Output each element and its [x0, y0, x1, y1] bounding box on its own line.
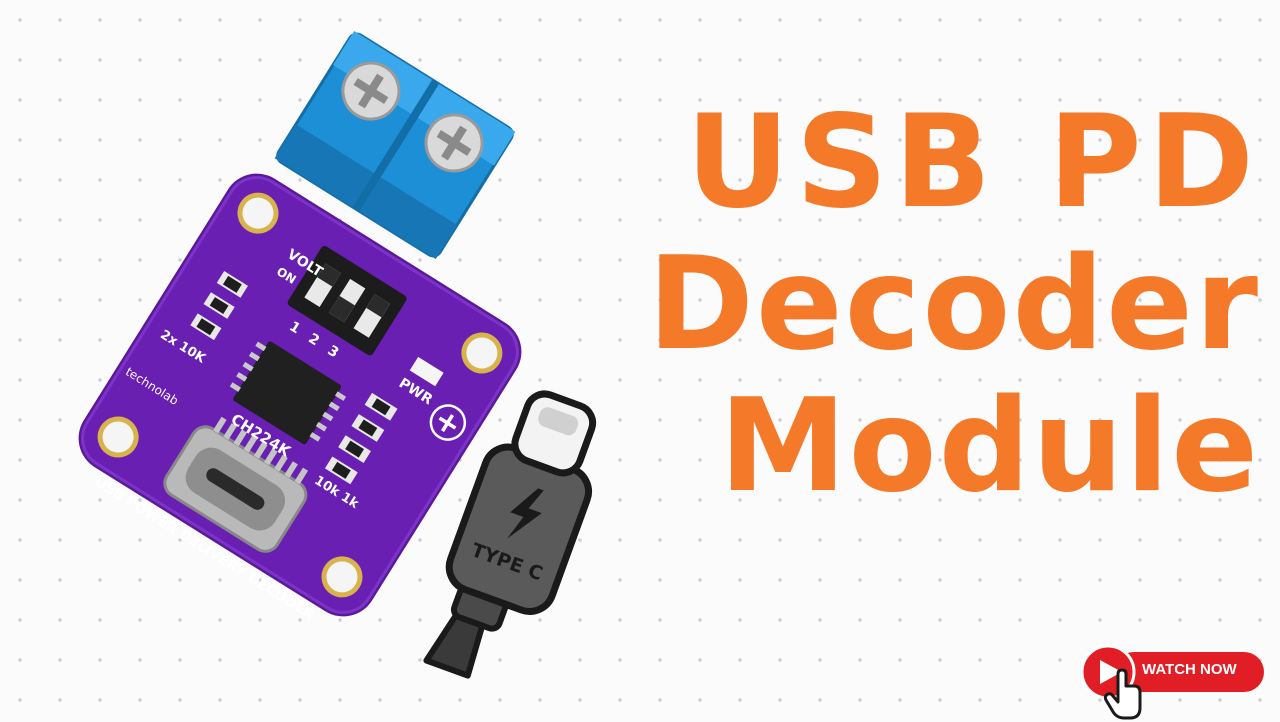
headline: USB PD Decoder Module [560, 92, 1260, 518]
watch-now-button[interactable]: WATCH NOW [1078, 642, 1264, 720]
lightning-bolt-icon [506, 488, 544, 539]
pcb-module-image: CH224K VOLT 1 2 3 ON PWR 2x 10K 10k 1k t… [78, 31, 522, 623]
headline-line-3: Module [719, 372, 1260, 521]
watch-now-label: WATCH NOW [1142, 661, 1237, 678]
watch-now-pill [1114, 652, 1264, 692]
headline-line-2: Decoder [647, 230, 1260, 379]
play-hand-icon [1080, 644, 1142, 720]
headline-line-1: USB PD [685, 88, 1260, 237]
type-c-cable-icon: TYPE C [423, 390, 597, 679]
